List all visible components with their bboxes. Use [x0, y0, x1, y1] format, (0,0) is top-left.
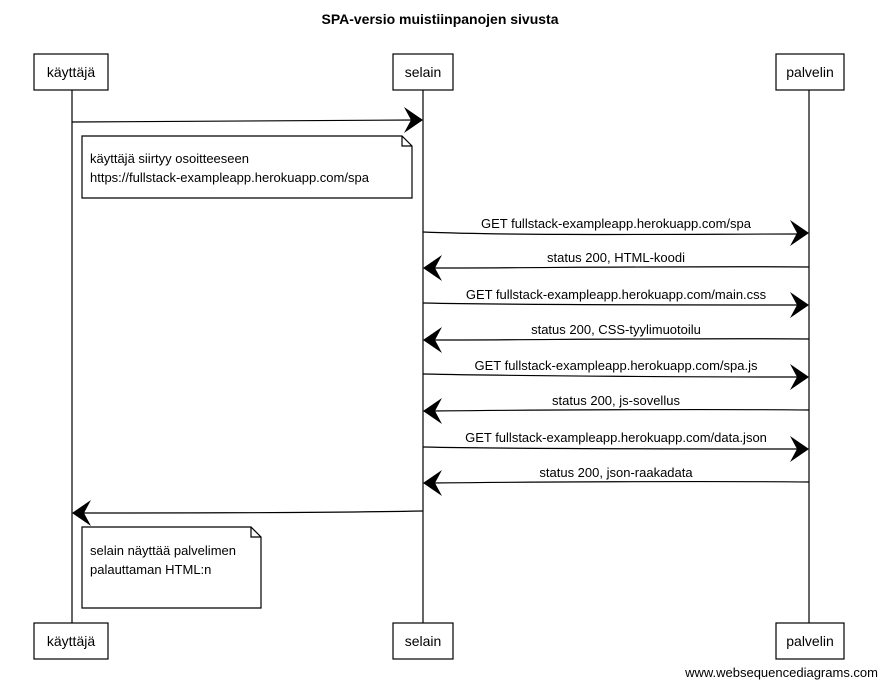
note-line: käyttäjä siirtyy osoitteeseen	[90, 151, 249, 166]
arrowhead-icon	[790, 292, 809, 318]
participant-box	[392, 622, 454, 660]
message-status-json: status 200, json-raakadata	[423, 465, 810, 496]
participant-user-top: käyttäjä	[33, 53, 109, 91]
arrowhead-icon	[423, 398, 442, 424]
note-line: https://fullstack-exampleapp.herokuapp.c…	[90, 170, 370, 185]
note-line: palauttaman HTML:n	[90, 562, 211, 577]
arrowhead-icon	[790, 364, 809, 390]
participant-server-top: palvelin	[775, 53, 845, 91]
participant-browser-top: selain	[392, 53, 454, 91]
participant-user-bottom: käyttäjä	[33, 622, 109, 660]
note-navigation: käyttäjä siirtyy osoitteeseen https://fu…	[81, 135, 413, 199]
diagram-title: SPA-versio muistiinpanojen sivusta	[321, 11, 558, 27]
participant-label: käyttäjä	[47, 64, 95, 80]
participant-label: selain	[405, 633, 442, 649]
message-get-json: GET fullstack-exampleapp.herokuapp.com/d…	[422, 430, 809, 462]
participant-browser-bottom: selain	[392, 622, 454, 660]
participant-box	[33, 622, 109, 660]
message-label: status 200, CSS-tyylimuotoilu	[531, 322, 701, 337]
message-browser-to-user	[72, 500, 424, 526]
message-label: GET fullstack-exampleapp.herokuapp.com/d…	[465, 430, 767, 445]
participant-label: selain	[405, 64, 442, 80]
participant-label: palvelin	[786, 64, 833, 80]
note-line: selain näyttää palvelimen	[90, 543, 236, 558]
participant-box	[33, 53, 109, 91]
message-status-css: status 200, CSS-tyylimuotoilu	[423, 322, 810, 353]
participant-box	[775, 622, 845, 660]
note-render: selain näyttää palvelimen palauttaman HT…	[81, 526, 262, 609]
arrowhead-icon	[423, 327, 442, 353]
participant-box	[392, 53, 454, 91]
arrowhead-icon	[790, 436, 809, 462]
participant-box	[775, 53, 845, 91]
message-status-html: status 200, HTML-koodi	[423, 250, 810, 281]
message-get-js: GET fullstack-exampleapp.herokuapp.com/s…	[422, 358, 809, 390]
message-user-to-browser	[71, 107, 423, 133]
message-label: GET fullstack-exampleapp.herokuapp.com/s…	[481, 216, 752, 231]
arrowhead-icon	[423, 255, 442, 281]
message-label: GET fullstack-exampleapp.herokuapp.com/s…	[474, 358, 758, 373]
lifelines	[71, 90, 810, 623]
message-label: status 200, HTML-koodi	[547, 250, 685, 265]
arrowhead-icon	[790, 220, 809, 246]
message-label: status 200, js-sovellus	[552, 393, 680, 408]
participant-label: käyttäjä	[47, 633, 95, 649]
arrowhead-icon	[423, 470, 442, 496]
message-get-spa: GET fullstack-exampleapp.herokuapp.com/s…	[422, 216, 809, 246]
arrowhead-icon	[72, 500, 91, 526]
message-status-js: status 200, js-sovellus	[423, 393, 810, 424]
participant-server-bottom: palvelin	[775, 622, 845, 660]
arrowhead-icon	[404, 107, 423, 133]
participant-label: palvelin	[786, 633, 833, 649]
message-label: GET fullstack-exampleapp.herokuapp.com/m…	[466, 287, 767, 302]
message-label: status 200, json-raakadata	[539, 465, 693, 480]
footer-watermark[interactable]: www.websequencediagrams.com	[684, 665, 878, 680]
message-get-css: GET fullstack-exampleapp.herokuapp.com/m…	[422, 287, 809, 318]
